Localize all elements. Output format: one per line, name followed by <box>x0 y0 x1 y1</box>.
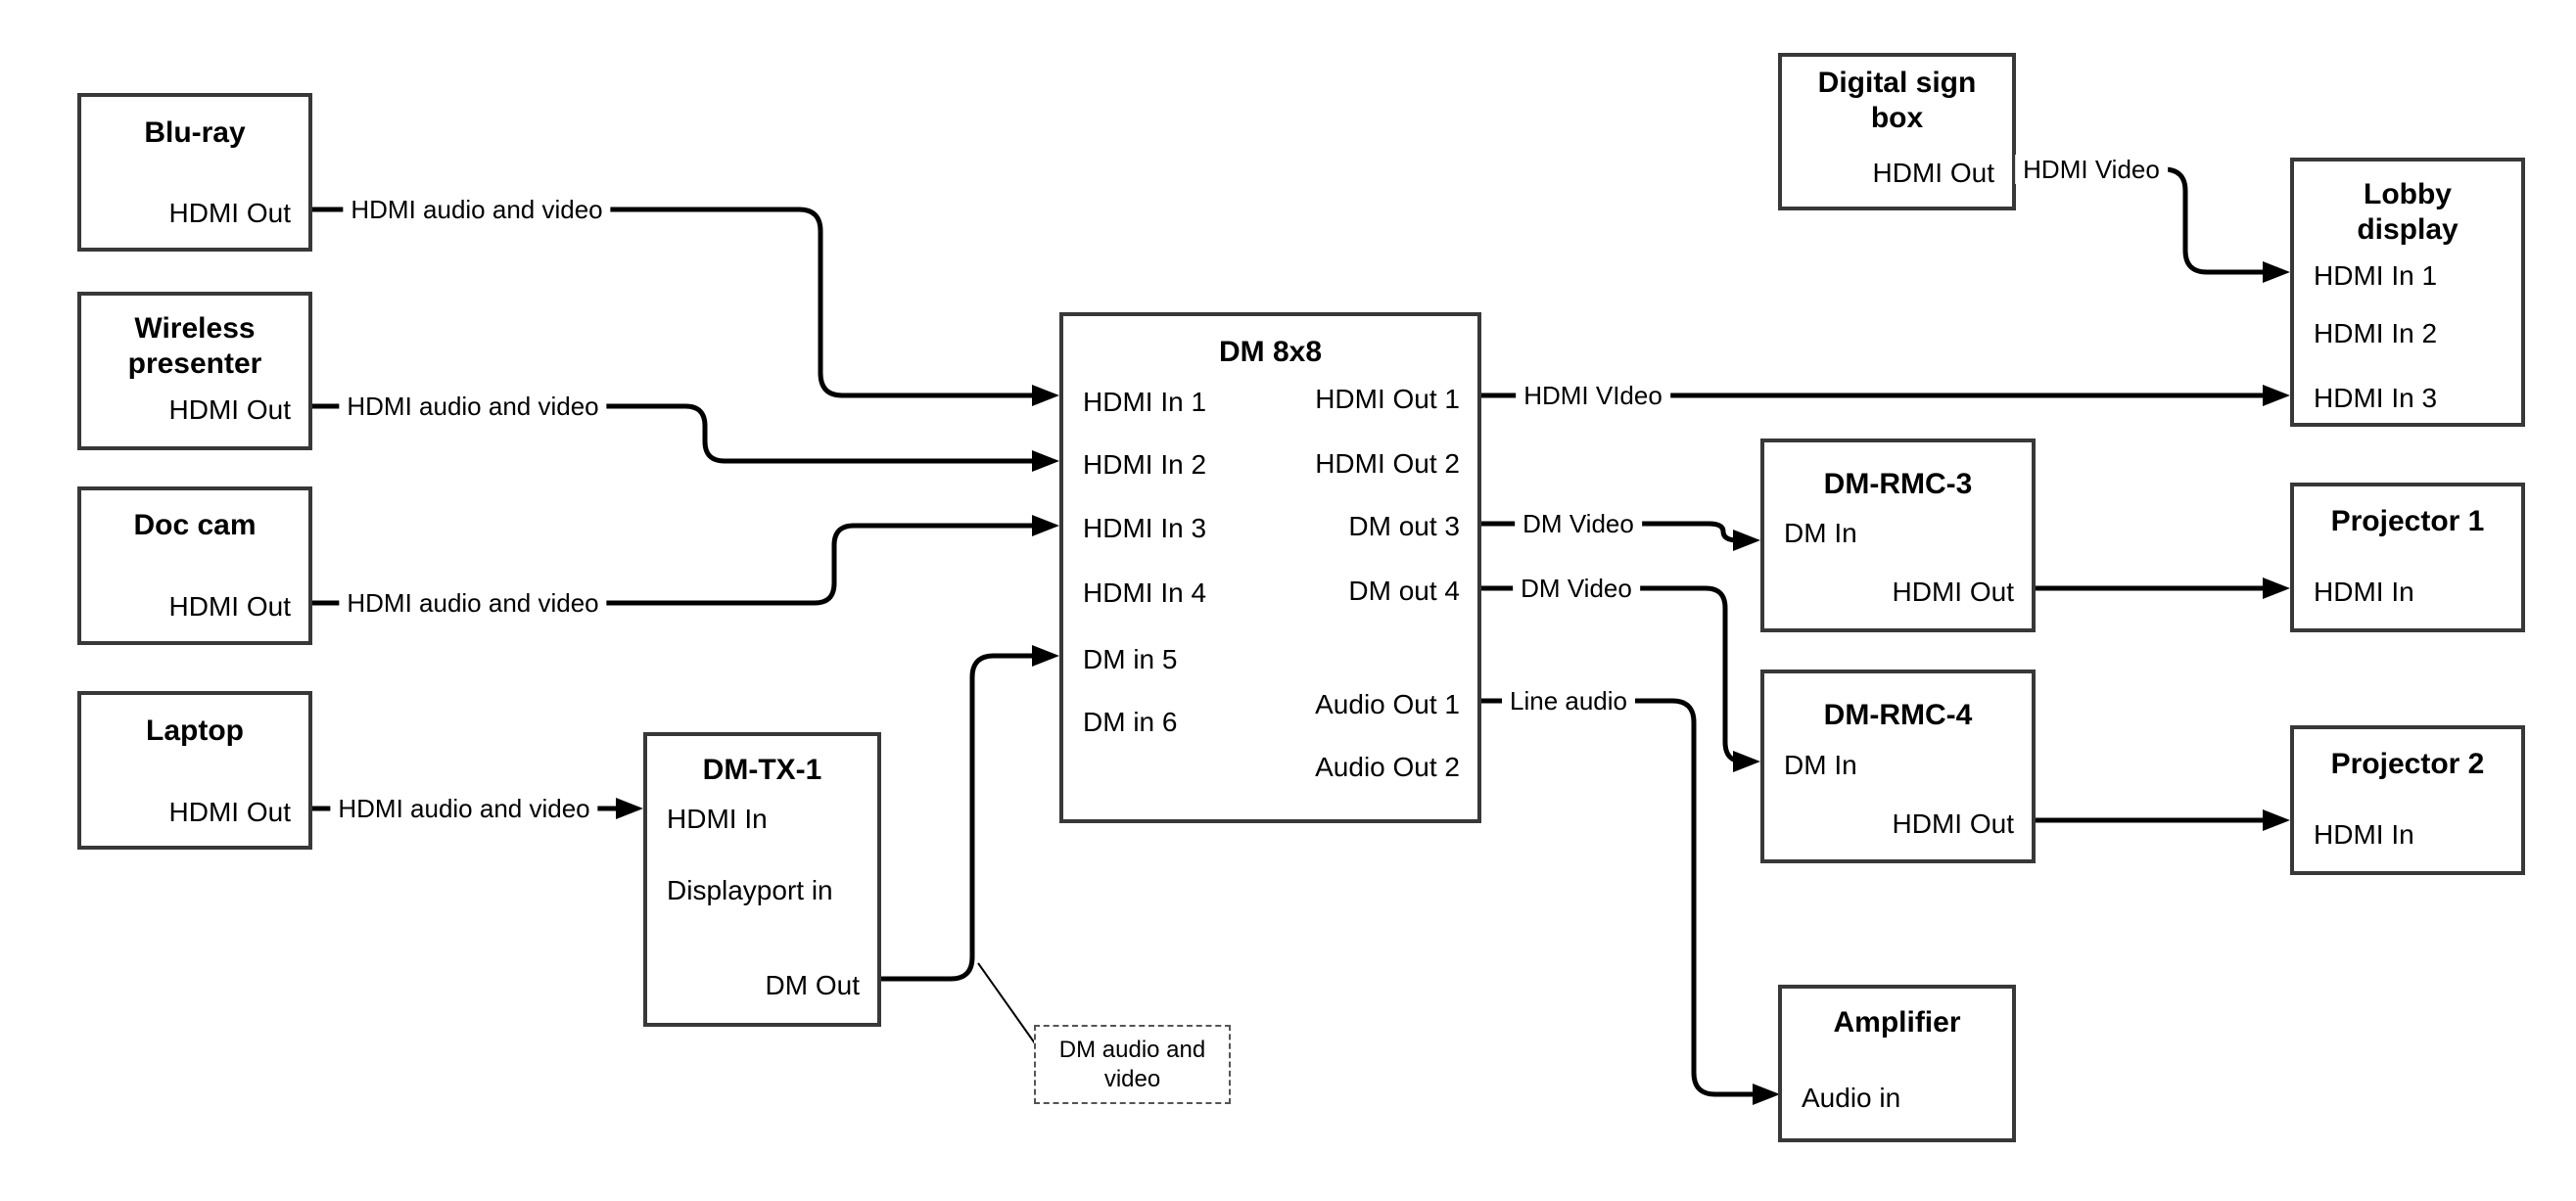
port-dmrmc3-hdmi-out: HDMI Out <box>1892 577 2014 607</box>
node-doc-cam[interactable]: Doc cam HDMI Out <box>77 486 312 645</box>
node-proj2-title: Projector 2 <box>2330 748 2485 780</box>
port-dmtx1-hdmi-in: HDMI In <box>667 804 768 834</box>
node-dmtx1-title: DM-TX-1 <box>702 754 822 786</box>
node-wireless-presenter[interactable]: Wireless presenter HDMI Out <box>77 292 312 450</box>
label-line-audio: Line audio <box>1502 686 1635 716</box>
port-dm8x8-audio-out-1: Audio Out 1 <box>1315 689 1460 719</box>
port-lobby-hdmi-in-3: HDMI In 3 <box>2314 383 2438 413</box>
port-digitalsign-hdmi-out: HDMI Out <box>1872 158 1994 188</box>
label-wireless-hdmi-av: HDMI audio and video <box>339 392 607 421</box>
node-amp-title: Amplifier <box>1833 1006 1961 1039</box>
port-dmrmc4-dm-in: DM In <box>1784 750 1857 780</box>
wire-dm8x8-out4-to-dmrmc4[interactable] <box>1481 585 1744 764</box>
wire-doccam-to-dm8x8-in3[interactable] <box>312 523 1038 606</box>
node-bluray[interactable]: Blu-ray HDMI Out <box>77 93 312 252</box>
node-lobby-display[interactable]: Lobby display HDMI In 1 HDMI In 2 HDMI I… <box>2290 158 2525 427</box>
arrowhead-dmrmc3-dm-in <box>1733 530 1760 551</box>
port-dmtx1-displayport-in: Displayport in <box>667 875 833 905</box>
label-hdmi-video-sign: HDMI Video <box>2015 155 2168 184</box>
label-doccam-hdmi-av: HDMI audio and video <box>339 588 607 618</box>
wire-digitalsign-to-lobby-in1[interactable] <box>2016 166 2269 275</box>
arrowhead-lobby-in3 <box>2263 385 2290 406</box>
wire-dm8x8-out3-to-dmrmc3[interactable] <box>1481 521 1741 543</box>
port-laptop-hdmi-out: HDMI Out <box>168 797 291 827</box>
node-doccam-title: Doc cam <box>133 509 257 541</box>
arrowhead-amp-audio-in <box>1753 1084 1780 1105</box>
port-dm8x8-hdmi-in-4: HDMI In 4 <box>1083 577 1207 608</box>
label-dm-video-out4: DM Video <box>1513 574 1640 603</box>
node-dm8x8-title: DM 8x8 <box>1218 336 1323 368</box>
node-projector-1[interactable]: Projector 1 HDMI In <box>2290 483 2525 632</box>
port-dm8x8-hdmi-out-1: HDMI Out 1 <box>1315 384 1460 414</box>
port-wireless-hdmi-out: HDMI Out <box>168 394 291 425</box>
node-lobby-title: Lobby display <box>2357 178 2459 246</box>
node-laptop[interactable]: Laptop HDMI Out <box>77 691 312 850</box>
node-digitalsign-title: Digital sign box <box>1817 67 1977 134</box>
port-dm8x8-dm-out-3: DM out 3 <box>1348 511 1460 541</box>
port-lobby-hdmi-in-1: HDMI In 1 <box>2314 260 2438 291</box>
node-dm-tx-1[interactable]: DM-TX-1 HDMI In Displayport in DM Out <box>643 732 881 1027</box>
arrowhead-dm8x8-in3 <box>1032 515 1059 536</box>
wire-dm8x8-aout1-to-amp[interactable] <box>1481 698 1758 1097</box>
port-dm8x8-hdmi-in-2: HDMI In 2 <box>1083 449 1207 480</box>
node-wireless-title: Wireless presenter <box>127 312 262 380</box>
node-dm-8x8[interactable]: DM 8x8 HDMI In 1 HDMI In 2 HDMI In 3 HDM… <box>1059 312 1481 823</box>
node-dm-rmc-3[interactable]: DM-RMC-3 DM In HDMI Out <box>1760 439 2036 632</box>
note-text: DM audio and video <box>1058 1036 1206 1092</box>
arrowhead-dm8x8-in5 <box>1032 645 1059 667</box>
arrowhead-proj1-hdmi-in <box>2263 577 2290 599</box>
port-dm8x8-dm-in-5: DM in 5 <box>1083 644 1178 674</box>
arrowhead-dmtx1-hdmi-in <box>616 798 643 819</box>
port-dmrmc3-dm-in: DM In <box>1784 518 1857 548</box>
port-amp-audio-in: Audio in <box>1802 1083 1901 1113</box>
node-proj1-title: Projector 1 <box>2330 505 2485 537</box>
label-dm-video-out3: DM Video <box>1515 509 1642 538</box>
arrowhead-proj2-hdmi-in <box>2263 809 2290 831</box>
node-dmrmc4-title: DM-RMC-4 <box>1823 699 1973 731</box>
note-dm-audio-and-video: DM audio and video <box>1034 1025 1231 1104</box>
node-projector-2[interactable]: Projector 2 HDMI In <box>2290 725 2525 875</box>
port-dm8x8-hdmi-in-3: HDMI In 3 <box>1083 513 1207 543</box>
wire-dmtx1-to-dm8x8-in5[interactable] <box>881 653 1038 982</box>
arrowhead-dm8x8-in2 <box>1032 450 1059 472</box>
port-dm8x8-dm-in-6: DM in 6 <box>1083 707 1178 737</box>
port-dmtx1-dm-out: DM Out <box>765 970 860 1000</box>
node-digital-sign-box[interactable]: Digital sign box HDMI Out <box>1778 53 2016 210</box>
label-laptop-hdmi-av: HDMI audio and video <box>330 794 598 823</box>
port-proj2-hdmi-in: HDMI In <box>2314 819 2414 850</box>
note-leader-line <box>977 962 1036 1044</box>
wire-wireless-to-dm8x8-in2[interactable] <box>312 403 1038 464</box>
arrowhead-lobby-in1 <box>2263 261 2290 283</box>
arrowhead-dm8x8-in1 <box>1032 385 1059 406</box>
node-dmrmc3-title: DM-RMC-3 <box>1823 468 1973 500</box>
port-bluray-hdmi-out: HDMI Out <box>168 198 291 228</box>
port-proj1-hdmi-in: HDMI In <box>2314 577 2414 607</box>
node-dm-rmc-4[interactable]: DM-RMC-4 DM In HDMI Out <box>1760 670 2036 863</box>
label-bluray-hdmi-av: HDMI audio and video <box>343 195 611 224</box>
port-dmrmc4-hdmi-out: HDMI Out <box>1892 808 2014 839</box>
label-hdmi-video-out1: HDMI VIdeo <box>1516 381 1670 410</box>
arrowhead-dmrmc4-dm-in <box>1733 751 1760 772</box>
port-doccam-hdmi-out: HDMI Out <box>168 591 291 622</box>
port-dm8x8-hdmi-in-1: HDMI In 1 <box>1083 387 1207 417</box>
wire-bluray-to-dm8x8-in1[interactable] <box>312 207 1038 398</box>
port-dm8x8-audio-out-2: Audio Out 2 <box>1315 752 1460 782</box>
port-dm8x8-hdmi-out-2: HDMI Out 2 <box>1315 448 1460 479</box>
port-lobby-hdmi-in-2: HDMI In 2 <box>2314 318 2438 348</box>
port-dm8x8-dm-out-4: DM out 4 <box>1348 576 1460 606</box>
node-amplifier[interactable]: Amplifier Audio in <box>1778 985 2016 1142</box>
node-bluray-title: Blu-ray <box>144 116 246 149</box>
node-laptop-title: Laptop <box>146 715 244 747</box>
